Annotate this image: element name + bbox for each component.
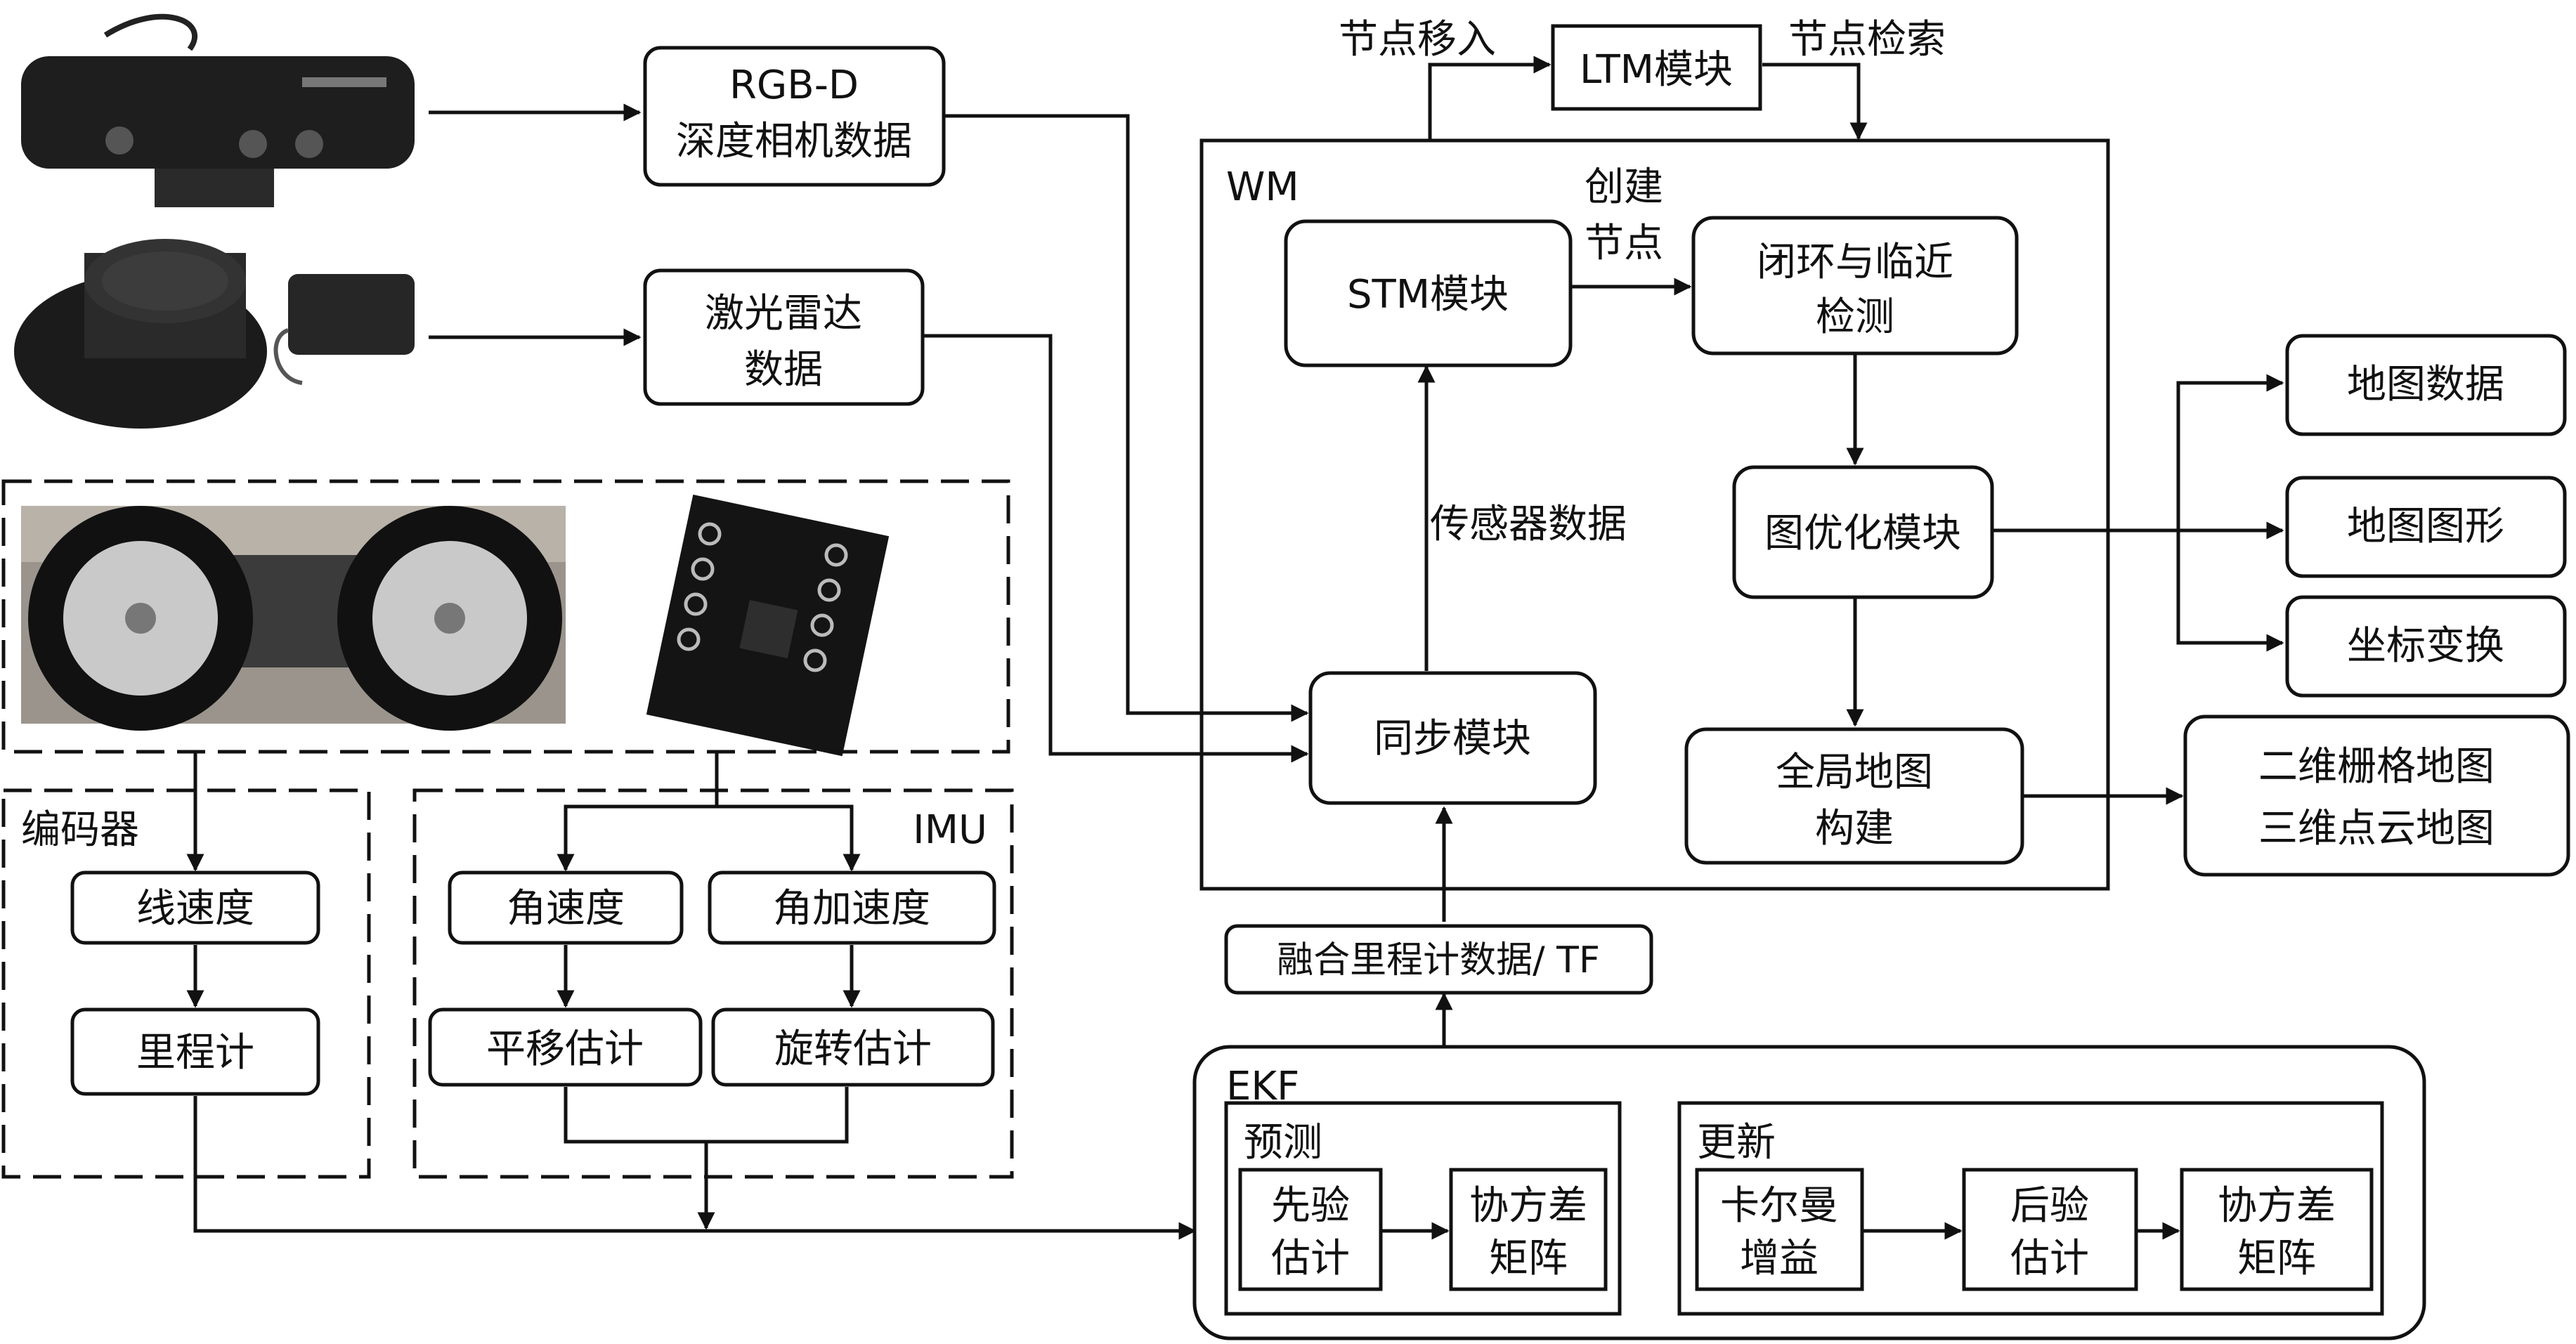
lidar-line1: 激光雷达: [705, 291, 862, 337]
covariance-matrix-box-2: [2180, 1168, 2374, 1291]
graph-opt-box: [1732, 465, 1994, 599]
posterior-estimate-line1: 后验: [2010, 1183, 2089, 1229]
ekf-container: [1192, 1045, 2426, 1340]
edge-label-create-node-2: 节点: [1585, 221, 1663, 266]
encoder-group: [1, 788, 371, 1179]
edge-label-create-node-1: 创建: [1585, 164, 1663, 210]
loop-closure-line1: 闭环与临近: [1757, 240, 1953, 285]
stm-module-label: STM模块: [1347, 272, 1509, 318]
kalman-gain-line1: 卡尔曼: [1720, 1183, 1838, 1229]
angular-velocity-label: 角速度: [507, 886, 625, 932]
wm-label: WM: [1226, 164, 1299, 210]
global-map-line1: 全局地图: [1776, 750, 1933, 795]
coord-tf-box: [2285, 595, 2567, 698]
map-graph-label: 地图图形: [2347, 504, 2504, 549]
loop-closure-box: [1691, 216, 2019, 355]
prior-estimate-line1: 先验: [1271, 1183, 1350, 1229]
global-map-box: [1684, 727, 2024, 865]
kalman-gain-line2: 增益: [1740, 1236, 1819, 1281]
prior-estimate-box: [1238, 1168, 1383, 1291]
rgbd-line1: RGB-D: [729, 63, 859, 108]
arrow-wm-to-ltm: [1428, 56, 1552, 141]
angular-acceleration-label: 角加速度: [773, 886, 930, 932]
wm-container: [1199, 138, 2110, 891]
posterior-estimate-box: [1962, 1168, 2138, 1291]
lidar-line2: 数据: [744, 347, 823, 393]
edge-label-node-search: 节点检索: [1788, 17, 1946, 63]
angular-velocity-box: [448, 870, 684, 945]
prior-estimate-line2: 估计: [1271, 1236, 1350, 1281]
kalman-gain-box: [1695, 1168, 1864, 1291]
edge-label-node-in: 节点移入: [1339, 17, 1496, 63]
output-maps-line2: 三维点云地图: [2258, 806, 2494, 852]
rgbd-data-box: [643, 46, 946, 187]
covariance-matrix-1-line1: 协方差: [1469, 1183, 1587, 1229]
arrow-to-coord-tf: [2176, 530, 2284, 652]
rotation-estimate-label: 旋转估计: [774, 1026, 932, 1072]
linear-velocity-label: 线速度: [136, 886, 254, 932]
graph-opt-label: 图优化模块: [1764, 511, 1961, 556]
predict-label: 预测: [1244, 1120, 1322, 1166]
arrow-odometry-to-ekf: [193, 1096, 1197, 1240]
map-data-box: [2285, 334, 2567, 436]
predict-group: [1224, 1101, 1622, 1316]
angular-acceleration-box: [708, 870, 996, 945]
update-label: 更新: [1697, 1120, 1776, 1166]
arrow-rgbd-to-sync: [945, 114, 1309, 722]
rgbd-line2: 深度相机数据: [676, 119, 912, 164]
arrow-imu-to-ang-acc: [717, 804, 861, 872]
arrow-lidar-to-sync: [924, 334, 1309, 763]
imu-group: [412, 788, 1014, 1179]
translation-estimate-label: 平移估计: [486, 1026, 644, 1072]
arrow-imu-to-ang-vel: [557, 753, 719, 872]
sync-module-box: [1308, 671, 1597, 805]
arrow-ltm-to-wm: [1762, 63, 1868, 141]
odometer-label: 里程计: [136, 1030, 254, 1076]
line-imu-merge: [564, 1087, 849, 1144]
update-group: [1677, 1101, 2384, 1316]
lidar-sensor-icon: [14, 239, 415, 429]
edge-label-sensor-data: 传感器数据: [1430, 502, 1627, 547]
covariance-matrix-2-line1: 协方差: [2218, 1183, 2336, 1229]
encoder-group-label: 编码器: [21, 807, 139, 853]
posterior-estimate-line2: 估计: [2010, 1236, 2089, 1281]
wheel-chassis-icon: [21, 506, 566, 731]
map-data-label: 地图数据: [2347, 362, 2504, 407]
loop-closure-line2: 检测: [1816, 294, 1894, 340]
stm-module-box: [1284, 219, 1573, 367]
lidar-data-box: [643, 268, 925, 406]
ltm-module-label: LTM模块: [1580, 47, 1733, 93]
ltm-module-box: [1551, 24, 1762, 111]
imu-group-label: IMU: [913, 807, 987, 853]
linear-velocity-box: [70, 870, 320, 945]
imu-board-icon: [646, 494, 890, 757]
covariance-matrix-box-1: [1449, 1168, 1608, 1291]
fusion-odom-box: [1224, 924, 1653, 995]
covariance-matrix-1-line2: 矩阵: [1489, 1236, 1568, 1281]
depth-camera-icon: [21, 13, 415, 207]
arrow-to-map-data: [2176, 374, 2284, 530]
sync-module-label: 同步模块: [1374, 716, 1531, 762]
global-map-line2: 构建: [1815, 806, 1894, 852]
map-graph-box: [2285, 476, 2567, 578]
wheel-imu-photo-group: [1, 479, 1010, 754]
translation-estimate-box: [428, 1007, 703, 1087]
odometer-box: [70, 1007, 320, 1096]
rotation-estimate-box: [711, 1007, 995, 1087]
covariance-matrix-2-line2: 矩阵: [2237, 1236, 2316, 1281]
coord-tf-label: 坐标变换: [2347, 623, 2504, 669]
fusion-odom-label: 融合里程计数据/ TF: [1277, 939, 1600, 981]
output-maps-line1: 二维栅格地图: [2258, 744, 2494, 790]
output-maps-box: [2183, 715, 2570, 877]
